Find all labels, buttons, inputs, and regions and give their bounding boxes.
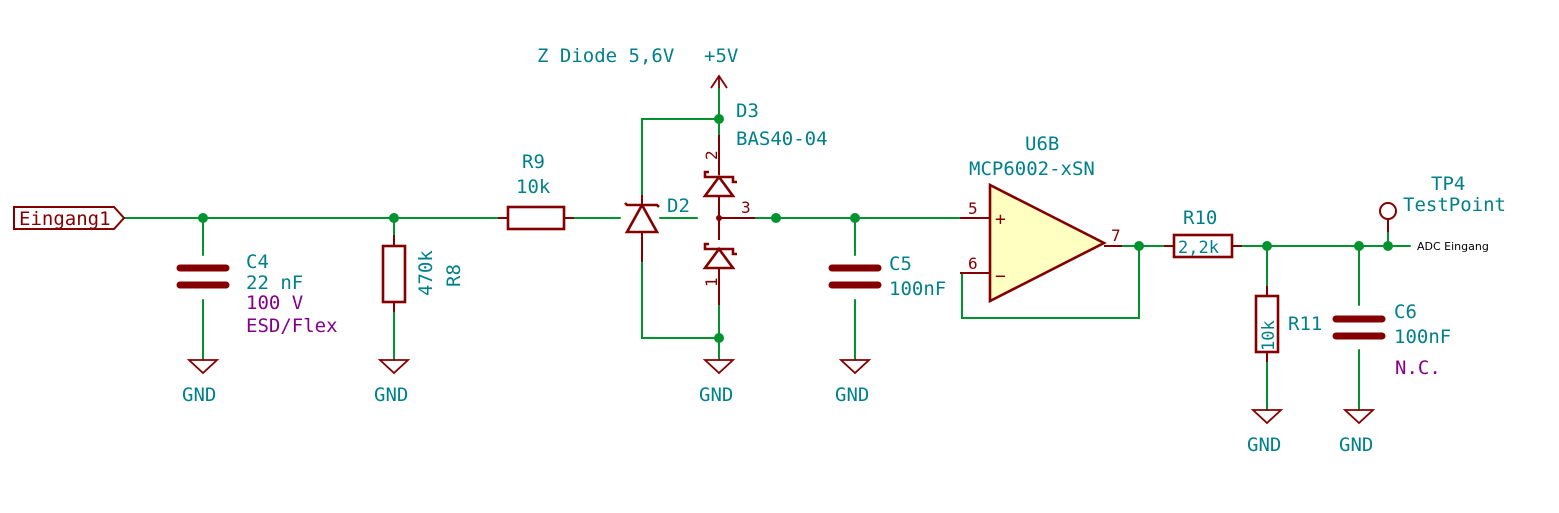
c6-value: 100nF xyxy=(1394,326,1451,348)
gnd-label: GND xyxy=(1339,434,1373,456)
r9-value: 10k xyxy=(516,176,551,198)
junction-dot xyxy=(1134,241,1144,251)
power-5v: +5V xyxy=(704,45,738,89)
r10-ref: R10 xyxy=(1183,207,1217,229)
wires xyxy=(123,87,1411,411)
d3-value: BAS40-04 xyxy=(736,128,828,150)
d3-pin1-num: 1 xyxy=(702,277,721,287)
5v-label: +5V xyxy=(704,45,738,67)
tp4-circle xyxy=(1379,202,1397,220)
gnd-label: GND xyxy=(1247,434,1281,456)
d3-ref: D3 xyxy=(736,100,759,122)
d3-pin2-num: 2 xyxy=(702,150,721,160)
gnd-symbol-c5: GND xyxy=(835,359,872,406)
c6-ref: C6 xyxy=(1394,301,1417,323)
gnd-label: GND xyxy=(835,384,869,406)
wire-d2-top xyxy=(641,118,720,196)
resistor-r10: R10 2,2k xyxy=(1164,207,1242,259)
diode-d2: D2 xyxy=(624,195,690,262)
input-port-eingang1: Eingang1 xyxy=(13,206,126,230)
port-label: Eingang1 xyxy=(19,208,111,230)
d2-triangle xyxy=(624,202,660,234)
opamp-u6b: + − 5 6 7 U6B MCP6002-xSN xyxy=(960,133,1122,304)
junction-dot xyxy=(850,213,860,223)
c5-ref: C5 xyxy=(889,253,912,275)
opamp-minus-symbol: − xyxy=(995,266,1006,287)
r8-body xyxy=(381,244,407,304)
junction-dot xyxy=(389,213,399,223)
c5-value: 100nF xyxy=(889,278,946,300)
r9-ref: R9 xyxy=(522,151,545,173)
gnd-triangle xyxy=(1250,409,1284,425)
d3-upper-triangle xyxy=(702,174,736,198)
gnd-triangle xyxy=(1342,409,1376,425)
testpoint-tp4: TP4 TestPoint xyxy=(1379,173,1506,232)
gnd-label: GND xyxy=(374,384,408,406)
junctions xyxy=(198,114,1393,343)
gnd-symbol-c6: GND xyxy=(1339,409,1376,456)
junction-dot xyxy=(198,213,208,223)
gnd-label: GND xyxy=(182,384,216,406)
gnd-triangle xyxy=(186,359,220,375)
gnd-triangle xyxy=(838,359,872,375)
gnd-label: GND xyxy=(699,384,733,406)
c4-type: ESD/Flex xyxy=(246,315,338,337)
d3-lower-bar xyxy=(703,242,737,256)
r11-value: 10k xyxy=(1259,320,1279,351)
gnd-symbol-r8: GND xyxy=(374,359,411,406)
r8-ref: R8 xyxy=(443,264,465,287)
r9-body xyxy=(506,205,566,231)
port-flag-shape xyxy=(13,206,126,230)
zener-note: Z Diode 5,6V xyxy=(537,45,674,67)
gnd-symbol-r11: GND xyxy=(1247,409,1284,456)
r10-value: 2,2k xyxy=(1178,238,1219,258)
c4-voltage: 100 V xyxy=(246,292,303,314)
resistor-r11: 10k R11 xyxy=(1254,286,1322,362)
tp4-value: TestPoint xyxy=(1403,194,1506,216)
c4-value: 22 nF xyxy=(246,272,303,294)
d3-lower-triangle xyxy=(702,246,736,270)
gnd-triangle xyxy=(377,359,411,375)
opamp-pin5-num: 5 xyxy=(968,199,978,218)
tp4-ref: TP4 xyxy=(1431,173,1465,195)
capacitor-c4: C4 22 nF 100 V ESD/Flex xyxy=(176,251,338,337)
opamp-pin6-num: 6 xyxy=(968,254,978,273)
opamp-plus-symbol: + xyxy=(995,209,1006,230)
opamp-value: MCP6002-xSN xyxy=(969,158,1095,180)
d3-upper-bar xyxy=(703,170,737,184)
junction-dot xyxy=(771,213,781,223)
junction-dot xyxy=(1383,241,1393,251)
diode-d3: 2 1 3 D3 BAS40-04 xyxy=(702,100,828,305)
resistor-r8: 470k R8 xyxy=(381,235,465,312)
r11-ref: R11 xyxy=(1288,313,1322,335)
net-label-adc: ADC Eingang xyxy=(1417,240,1489,253)
junction-dot xyxy=(714,333,724,343)
opamp-ref: U6B xyxy=(1025,133,1059,155)
d2-ref: D2 xyxy=(667,195,690,217)
c4-ref: C4 xyxy=(246,251,269,273)
capacitor-c6: C6 100nF N.C. xyxy=(1332,301,1451,379)
resistor-r9: R9 10k xyxy=(498,151,574,231)
5v-arrow xyxy=(710,74,728,89)
c6-note: N.C. xyxy=(1395,357,1441,379)
gnd-symbol-c4: GND xyxy=(182,359,220,406)
capacitor-c5: C5 100nF xyxy=(828,253,946,300)
d3-pin3-num: 3 xyxy=(741,198,751,217)
wire-d2-bottom xyxy=(641,261,720,339)
opamp-pin7-num: 7 xyxy=(1111,226,1121,245)
junction-dot xyxy=(1262,241,1272,251)
gnd-symbol-d3: GND xyxy=(699,359,736,406)
junction-dot xyxy=(1354,241,1364,251)
junction-dot xyxy=(714,114,724,124)
d3-center-dot xyxy=(716,215,722,221)
r8-value: 470k xyxy=(415,250,437,296)
opamp-body xyxy=(988,182,1107,304)
gnd-triangle xyxy=(702,359,736,375)
